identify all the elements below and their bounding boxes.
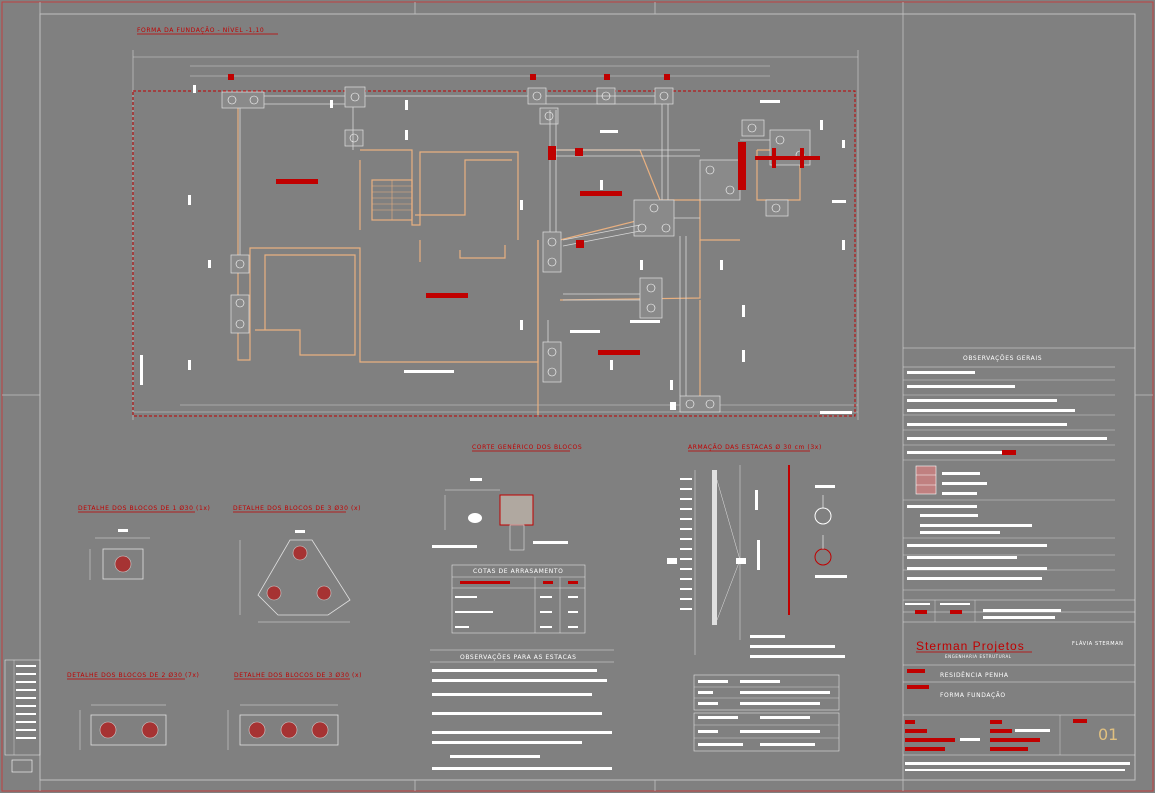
det2-drawing bbox=[79, 704, 167, 750]
pile-circles bbox=[227, 91, 805, 409]
plan-boundary bbox=[132, 90, 856, 417]
armacao-drawing bbox=[667, 465, 847, 658]
quantity-tables bbox=[693, 674, 840, 752]
engineer-name: FLÁVIA STERMAN bbox=[1072, 640, 1124, 647]
beam-lines bbox=[239, 95, 770, 396]
det3a-drawing bbox=[239, 530, 351, 623]
det1-title: DETALHE DOS BLOCOS DE 1 Ø30 (1x) bbox=[78, 505, 210, 512]
stair-hatch bbox=[372, 180, 412, 220]
det3b-drawing bbox=[227, 704, 339, 750]
room-labels bbox=[228, 74, 820, 355]
title-block bbox=[902, 14, 1135, 780]
armacao-title: ARMAÇÃO DAS ESTACAS Ø 30 cm (3x) bbox=[688, 444, 822, 451]
walls bbox=[237, 100, 801, 415]
det2-title: DETALHE DOS BLOCOS DE 2 Ø30 (7x) bbox=[67, 672, 199, 679]
corte-drawing bbox=[432, 478, 568, 551]
obs-gerais-title: OBSERVAÇÕES GERAIS bbox=[963, 355, 1042, 362]
det3a-title: DETALHE DOS BLOCOS DE 3 Ø30 (x) bbox=[233, 505, 361, 512]
inner-frame bbox=[39, 13, 1136, 781]
det1-drawing bbox=[89, 529, 150, 580]
pile-caps bbox=[221, 86, 811, 413]
project-name: RESIDÊNCIA PENHA bbox=[940, 671, 1009, 679]
company-subtitle: ENGENHARIA ESTRUTURAL bbox=[945, 654, 1012, 659]
company-name: Sterman Projetos bbox=[916, 639, 1025, 653]
sheet-title: FORMA FUNDAÇÃO bbox=[940, 692, 1006, 699]
obs-estacas-title: OBSERVAÇÕES PARA AS ESTACAS bbox=[460, 654, 577, 661]
cotas-title: COTAS DE ARRASAMENTO bbox=[473, 568, 563, 575]
plan-title: FORMA DA FUNDAÇÃO - NÍVEL -1,10 bbox=[137, 27, 264, 34]
obs-estacas-box bbox=[430, 649, 614, 770]
corte-title: CORTE GENÉRICO DOS BLOCOS bbox=[472, 443, 582, 451]
sheet-number: 01 bbox=[1098, 725, 1118, 744]
cotas-table bbox=[451, 564, 586, 634]
plan-annotations bbox=[140, 85, 852, 414]
revision-table bbox=[4, 659, 41, 773]
revision-fields bbox=[905, 719, 1087, 751]
det3b-title: DETALHE DOS BLOCOS DE 3 Ø30 (x) bbox=[234, 672, 362, 679]
